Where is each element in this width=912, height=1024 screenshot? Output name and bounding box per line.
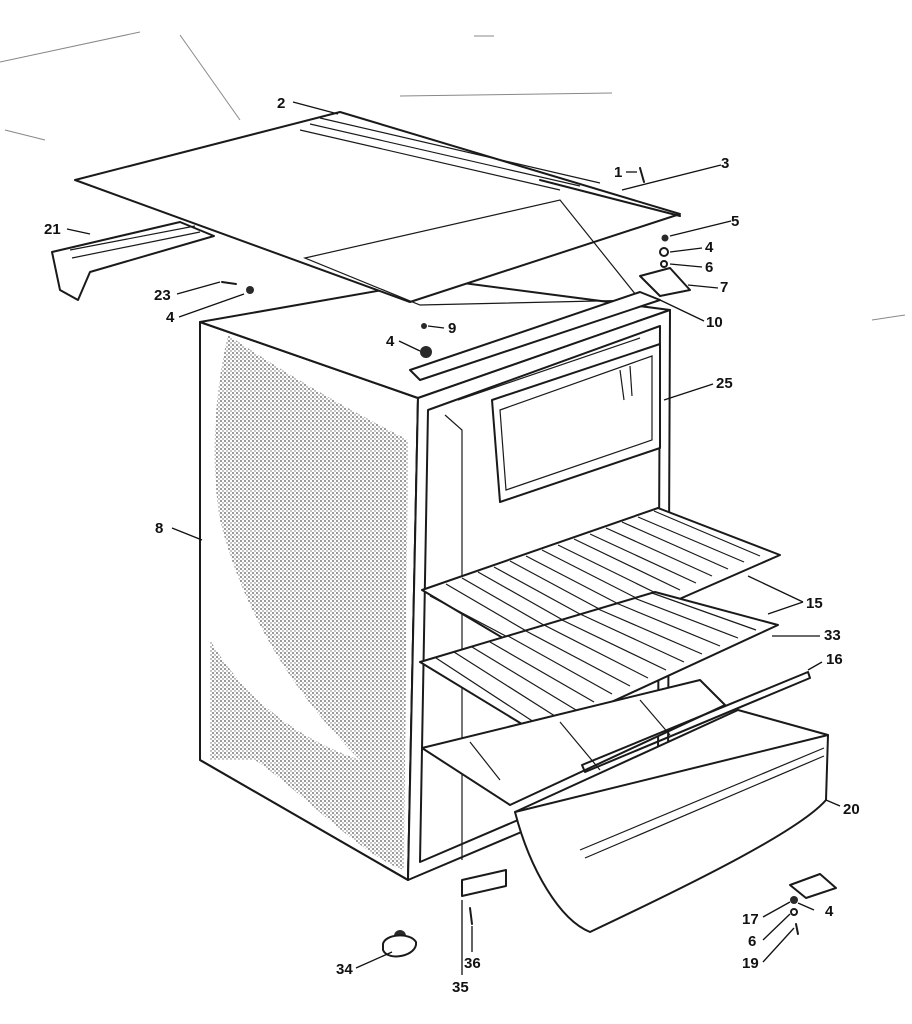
callout-17: 17 [742, 911, 759, 928]
callout-34: 34 [336, 961, 353, 978]
callout-4-b: 4 [166, 309, 175, 326]
callout-16: 16 [826, 651, 843, 668]
scan-artifacts [0, 31, 906, 321]
crisper-cover [421, 671, 811, 806]
callout-35: 35 [452, 979, 469, 996]
top-hinge [639, 234, 691, 297]
callout-21: 21 [44, 221, 61, 238]
callout-8: 8 [155, 520, 163, 537]
top-trim-strip [539, 179, 681, 217]
fasteners [221, 167, 837, 958]
freezer-compartment [491, 343, 661, 503]
top-grille [51, 221, 215, 301]
callout-4-d: 4 [825, 903, 834, 920]
callout-15: 15 [806, 595, 823, 612]
callout-labels: 1 2 3 4 4 4 4 5 6 6 7 8 9 10 15 16 17 19… [44, 95, 860, 996]
callout-9: 9 [448, 320, 456, 337]
callout-7: 7 [720, 279, 728, 296]
callout-4-a: 4 [705, 239, 714, 256]
callout-20: 20 [843, 801, 860, 818]
callout-1: 1 [614, 164, 622, 181]
callout-19: 19 [742, 955, 759, 972]
callout-10: 10 [706, 314, 723, 331]
callout-3: 3 [721, 155, 729, 172]
callout-36: 36 [464, 955, 481, 972]
callout-33: 33 [824, 627, 841, 644]
callout-2: 2 [277, 95, 285, 112]
lower-wire-shelf [419, 591, 779, 736]
cabinet-top [74, 111, 681, 306]
callout-6-b: 6 [748, 933, 756, 950]
callout-4-c: 4 [386, 333, 395, 350]
callout-5: 5 [731, 213, 739, 230]
callout-25: 25 [716, 375, 733, 392]
callout-23: 23 [154, 287, 171, 304]
callout-6-a: 6 [705, 259, 713, 276]
crisper-drawer [514, 709, 829, 933]
callout-leaders [66, 101, 841, 975]
